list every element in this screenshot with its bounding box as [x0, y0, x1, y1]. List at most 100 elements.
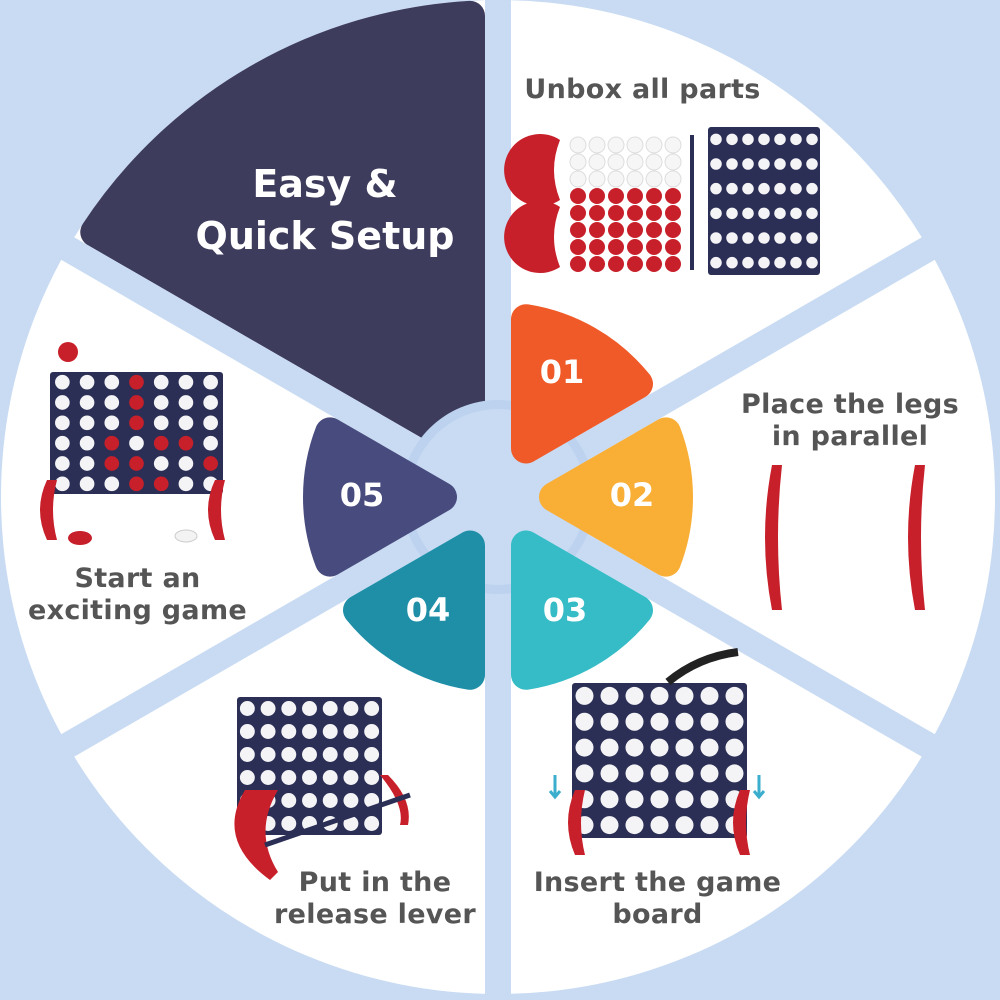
step-label-05-line2: exciting game: [28, 595, 247, 626]
board-hole: [55, 456, 70, 471]
separator-6: [0, 194, 505, 509]
board-hole: [281, 701, 297, 716]
board-hole: [806, 133, 818, 146]
insert-leg-right: [733, 790, 750, 855]
parts-piece: [626, 153, 644, 171]
board-hole: [600, 790, 619, 809]
board-hole: [575, 764, 594, 783]
leg-right: [908, 465, 925, 610]
board-hole: [726, 256, 738, 269]
board-hole: [650, 712, 669, 731]
board-hole: [742, 256, 754, 269]
parts-piece: [645, 170, 663, 188]
board-hole: [675, 686, 694, 705]
board-hole: [343, 747, 359, 762]
board-hole: [104, 435, 120, 451]
step-number-02: 02: [609, 476, 655, 514]
step-number-05: 05: [339, 476, 385, 514]
board-hole: [203, 374, 218, 390]
board-hole: [322, 793, 338, 808]
board-hole: [239, 747, 255, 762]
separator-2: [491, 192, 1000, 509]
board-hole: [742, 232, 754, 244]
board-hole: [726, 182, 738, 195]
board-hole: [650, 738, 669, 757]
parts-piece: [626, 170, 644, 188]
board-hole: [260, 701, 276, 716]
board-hole: [806, 182, 818, 195]
board-hole: [650, 764, 669, 783]
lever-leg-right: [380, 775, 409, 825]
board-hole: [600, 764, 619, 783]
parts-piece: [589, 205, 605, 221]
parts-piece: [607, 170, 625, 188]
board-hole: [364, 724, 380, 739]
board-hole: [129, 456, 144, 471]
board-hole: [710, 256, 722, 269]
lever-leg-left: [234, 790, 278, 880]
step-label-03: Insert the game board: [515, 867, 800, 931]
step-label-01: Unbox all parts: [500, 74, 785, 106]
board-hole: [203, 456, 218, 471]
board-hole: [79, 476, 95, 492]
game-piece-white: [174, 529, 198, 543]
board-hole: [790, 207, 802, 220]
board-hole: [302, 701, 317, 716]
step-label-02: Place the legs in parallel: [715, 389, 985, 453]
step-label-04-line2: release lever: [274, 899, 476, 930]
parts-lever: [690, 135, 694, 270]
parts-piece: [664, 170, 682, 188]
board-hole: [726, 158, 738, 170]
parts-piece: [645, 153, 663, 171]
board-hole: [343, 816, 359, 831]
parts-piece: [569, 153, 587, 171]
insert-board-frame: [572, 683, 747, 838]
board-hole: [700, 764, 719, 783]
parts-piece: [626, 136, 644, 154]
board-hole: [758, 133, 770, 146]
step-label-03-line1: Insert the game: [533, 867, 782, 898]
board-hole: [178, 456, 194, 471]
parts-piece: [627, 222, 643, 238]
title-line-1: Easy &: [252, 162, 398, 206]
arrow-down-icon: [752, 775, 766, 800]
board-hole: [322, 770, 338, 785]
parts-piece: [627, 188, 643, 204]
board-hole: [79, 395, 95, 410]
board-hole: [575, 712, 594, 731]
board-hole: [650, 790, 669, 809]
board-hole: [104, 476, 120, 492]
board-hole: [79, 415, 95, 431]
board-hole: [153, 415, 169, 431]
board-hole: [758, 207, 770, 220]
parts-piece: [589, 256, 605, 272]
arrow-down-icon: [548, 775, 562, 800]
board-hole: [260, 747, 276, 762]
step-number-04: 04: [405, 591, 451, 629]
parts-piece: [608, 239, 624, 255]
board-hole: [104, 395, 120, 410]
board-hole: [203, 435, 218, 451]
board-hole: [343, 701, 359, 716]
board-hole: [79, 374, 95, 390]
board-hole: [806, 232, 818, 244]
board-hole: [178, 415, 194, 431]
board-hole: [806, 256, 818, 269]
board-hole: [281, 770, 297, 785]
parts-piece: [608, 205, 624, 221]
board-hole: [700, 816, 719, 835]
board-hole: [153, 435, 169, 451]
board-hole: [203, 415, 218, 431]
board-hole: [625, 738, 644, 757]
parts-board-frame: [708, 127, 820, 275]
parts-piece: [608, 222, 624, 238]
board-hole: [758, 182, 770, 195]
board-hole: [322, 747, 338, 762]
board-hole: [104, 374, 120, 390]
board-hole: [726, 133, 738, 146]
board-hole: [343, 724, 359, 739]
title-line-2: Quick Setup: [195, 214, 455, 258]
board-hole: [55, 395, 70, 410]
board-hole: [774, 207, 786, 220]
step-label-05-line1: Start an: [74, 563, 201, 594]
